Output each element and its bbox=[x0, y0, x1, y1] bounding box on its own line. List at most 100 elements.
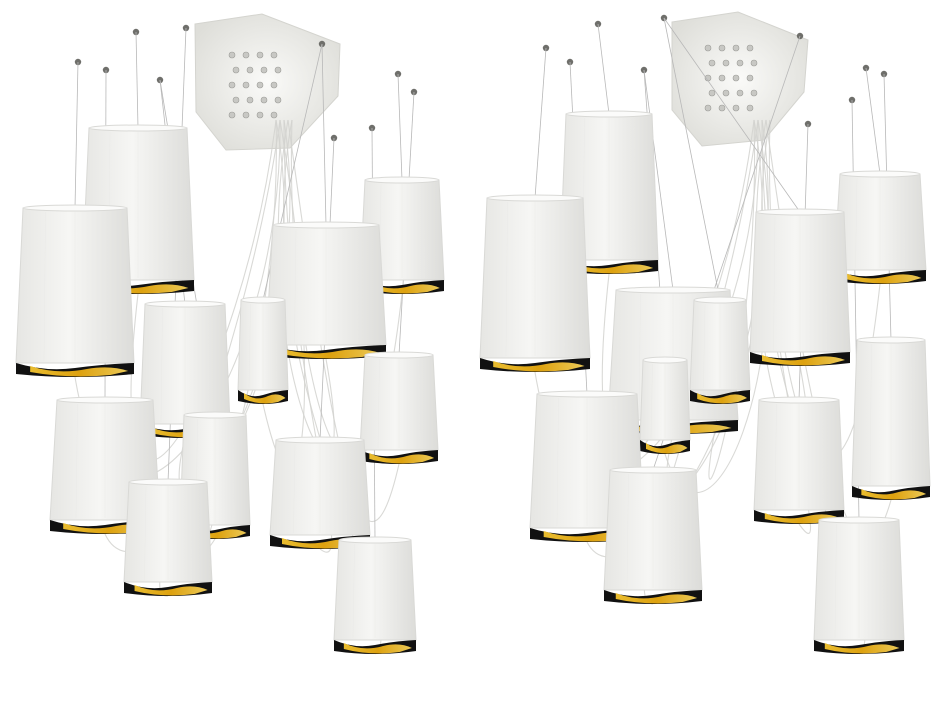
cable-outlet bbox=[270, 111, 278, 119]
cable-outlet bbox=[270, 51, 278, 59]
lamp-shade-top bbox=[818, 516, 900, 524]
pendant-lamp bbox=[479, 194, 591, 372]
lamp-shade-top bbox=[642, 356, 688, 364]
lamp-shade-top bbox=[56, 396, 154, 404]
cable-outlet bbox=[274, 96, 282, 104]
cable-outlet bbox=[704, 104, 712, 112]
pendant-lamp bbox=[603, 466, 703, 604]
cable-outlet bbox=[732, 104, 740, 112]
cable-outlet bbox=[242, 81, 250, 89]
cable-outlet bbox=[246, 96, 254, 104]
lamp-shade-top bbox=[755, 208, 845, 216]
cable-outlet bbox=[228, 51, 236, 59]
pendant-lamp bbox=[123, 478, 213, 596]
suspension-wire bbox=[135, 31, 139, 129]
cable-outlet bbox=[708, 89, 716, 97]
cable-outlet bbox=[718, 44, 726, 52]
cable-outlet bbox=[256, 51, 264, 59]
cable-outlet bbox=[746, 74, 754, 82]
lamp-gold-lining bbox=[697, 393, 747, 404]
pendant-lamp bbox=[265, 221, 387, 359]
cable-outlet bbox=[746, 104, 754, 112]
lamp-shade-top bbox=[536, 390, 638, 398]
pendant-lamp bbox=[237, 296, 289, 404]
pendant-lamp bbox=[749, 208, 851, 366]
pendant-lamp bbox=[269, 436, 371, 549]
suspension-wire bbox=[663, 17, 801, 213]
cable-outlet bbox=[722, 59, 730, 67]
cable-outlet bbox=[228, 81, 236, 89]
pendant-lamp bbox=[689, 296, 751, 404]
suspension-wire bbox=[74, 61, 79, 209]
pendant-lamp bbox=[851, 336, 931, 500]
pendant-lamp bbox=[15, 204, 135, 377]
lamp-gold-lining bbox=[280, 348, 380, 359]
lamp-gold-lining bbox=[824, 643, 900, 654]
pendant-lamp bbox=[753, 396, 845, 524]
lamp-shade-top bbox=[856, 336, 926, 344]
power-cord bbox=[708, 119, 756, 480]
lamp-shade-top bbox=[758, 396, 840, 404]
cable-outlet bbox=[704, 44, 712, 52]
lamp-gold-lining bbox=[30, 366, 129, 377]
lamp-shade-top bbox=[364, 351, 434, 359]
lamp-shade-top bbox=[272, 221, 380, 229]
cable-outlet bbox=[256, 111, 264, 119]
cable-outlet bbox=[242, 111, 250, 119]
suspension-wire bbox=[534, 47, 547, 199]
lamp-shade-top bbox=[275, 436, 365, 444]
cable-outlet bbox=[718, 74, 726, 82]
lamp-gold-lining bbox=[861, 489, 927, 500]
cable-outlet bbox=[732, 44, 740, 52]
lamp-shade-top bbox=[88, 124, 188, 132]
lamp-shade-top bbox=[609, 466, 697, 474]
cable-outlet bbox=[232, 66, 240, 74]
lamp-shade-top bbox=[128, 478, 208, 486]
cable-outlet bbox=[260, 96, 268, 104]
suspension-wire bbox=[397, 73, 403, 181]
suspension-wire bbox=[865, 67, 881, 175]
cable-outlet bbox=[260, 66, 268, 74]
cable-outlet bbox=[746, 44, 754, 52]
lamp-cluster-right bbox=[479, 11, 931, 655]
lamp-shade-top bbox=[144, 300, 226, 308]
cable-outlet bbox=[750, 89, 758, 97]
lamp-gold-lining bbox=[615, 593, 698, 604]
lamp-shade-top bbox=[565, 110, 653, 118]
cable-outlet bbox=[736, 89, 744, 97]
lamp-shade-top bbox=[240, 296, 286, 304]
lamp-shade-top bbox=[693, 296, 747, 304]
cable-outlet bbox=[732, 74, 740, 82]
lamp-gold-lining bbox=[845, 273, 922, 284]
lamp-gold-lining bbox=[134, 585, 208, 596]
cable-outlet bbox=[274, 66, 282, 74]
lamp-gold-lining bbox=[343, 643, 412, 654]
pendant-lamp bbox=[813, 516, 905, 654]
lamp-gold-lining bbox=[493, 361, 585, 372]
lamp-shade-top bbox=[183, 411, 247, 419]
pendant-lamp bbox=[833, 170, 927, 284]
lamp-shade-top bbox=[364, 176, 440, 184]
lamp-gold-lining bbox=[762, 355, 845, 366]
lamp-gold-lining bbox=[370, 283, 440, 294]
lamp-gold-lining bbox=[571, 263, 654, 274]
lamp-shade-top bbox=[839, 170, 921, 178]
pendant-lamp bbox=[639, 356, 691, 454]
lamp-gold-lining bbox=[244, 393, 286, 404]
cable-outlet bbox=[270, 81, 278, 89]
cable-outlet bbox=[736, 59, 744, 67]
suspension-wire bbox=[321, 43, 327, 226]
pendant-lamp bbox=[333, 536, 417, 654]
cable-outlet bbox=[708, 59, 716, 67]
cable-outlet bbox=[228, 111, 236, 119]
lamp-gold-lining bbox=[369, 453, 435, 464]
cable-outlet bbox=[242, 51, 250, 59]
suspension-wire bbox=[663, 17, 721, 301]
lamp-gold-lining bbox=[646, 443, 688, 454]
cable-outlet bbox=[246, 66, 254, 74]
lamp-shade-top bbox=[338, 536, 412, 544]
lamp-shade-top bbox=[486, 194, 584, 202]
pendant-lamp bbox=[359, 351, 439, 464]
lamp-shade-top bbox=[22, 204, 128, 212]
lamp-shade-top bbox=[615, 286, 731, 294]
